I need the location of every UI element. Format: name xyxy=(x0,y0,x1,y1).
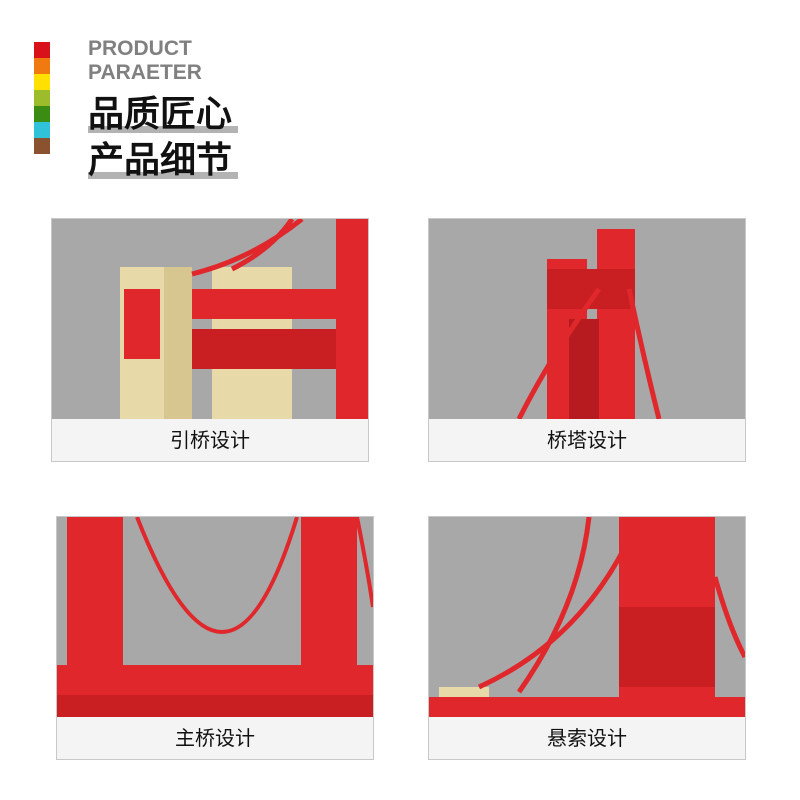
product-photo xyxy=(429,219,745,419)
panel-caption: 引桥设计 xyxy=(170,428,250,452)
swatch-red xyxy=(34,42,50,58)
swatch-brown xyxy=(34,138,50,154)
title-en-line1: PRODUCT xyxy=(88,37,192,60)
product-photo xyxy=(429,517,745,717)
title-underline xyxy=(88,126,238,133)
panel-caption: 桥塔设计 xyxy=(547,428,627,452)
detail-panel-approach-bridge: 引桥设计 xyxy=(51,218,369,462)
title-cn-line1: 品质匠心 xyxy=(88,94,233,135)
panel-caption: 主桥设计 xyxy=(175,726,255,750)
swatch-cyan xyxy=(34,122,50,138)
detail-panel-main-bridge: 主桥设计 xyxy=(56,516,374,760)
detail-panel-bridge-tower: 桥塔设计 xyxy=(428,218,746,462)
swatch-orange xyxy=(34,58,50,74)
panel-caption: 悬索设计 xyxy=(547,726,627,750)
title-cn-line2: 产品细节 xyxy=(88,140,233,181)
swatch-green xyxy=(34,106,50,122)
swatch-lime xyxy=(34,90,50,106)
detail-panel-suspension-cable: 悬索设计 xyxy=(428,516,746,760)
swatch-yellow xyxy=(34,74,50,90)
title-en-line2: PARAETER xyxy=(88,61,202,84)
product-photo xyxy=(52,219,368,419)
product-photo xyxy=(57,517,373,717)
title-underline xyxy=(88,172,238,179)
